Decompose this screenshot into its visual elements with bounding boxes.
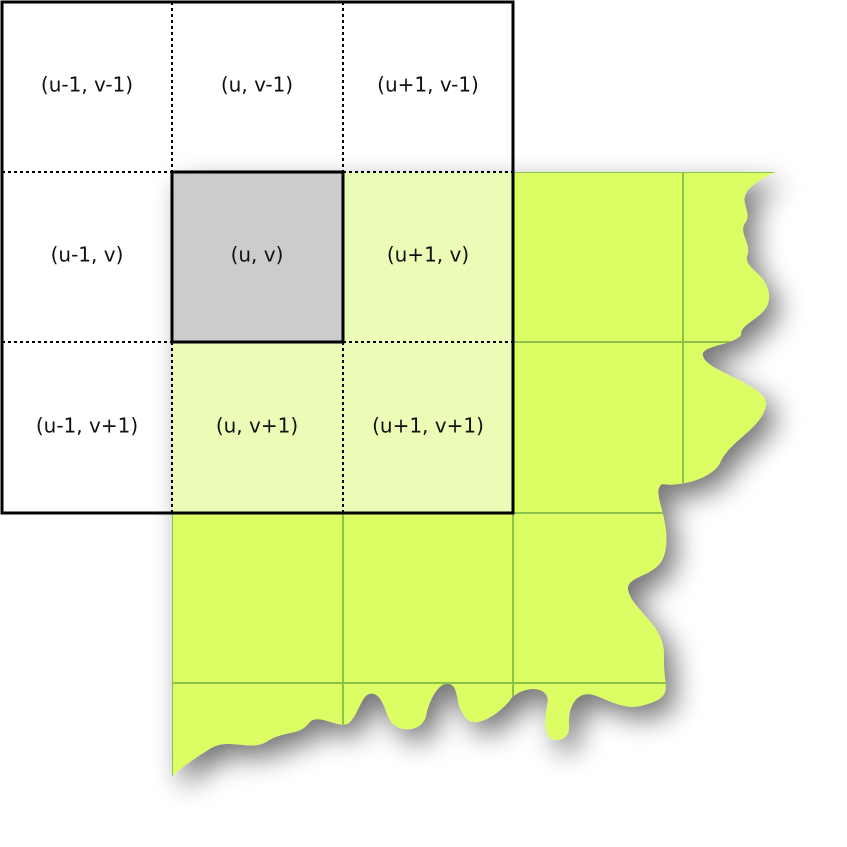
cell-label-u-1-v-1: (u-1, v-1) <box>41 73 133 97</box>
cell-label-u-v+1: (u, v+1) <box>216 414 298 438</box>
cell-label-u-1-v: (u-1, v) <box>51 243 124 267</box>
neighbor-cell-right-highlight <box>343 172 513 342</box>
cell-label-u+1-v-1: (u+1, v-1) <box>377 73 479 97</box>
neighborhood-frame <box>0 0 515 515</box>
cell-label-u+1-v+1: (u+1, v+1) <box>372 414 484 438</box>
cell-label-u+1-v: (u+1, v) <box>387 243 469 267</box>
neighbor-cell-diagonal-highlight <box>343 342 513 513</box>
cell-label-u-v: (u, v) <box>231 243 284 267</box>
cell-label-u-1-v+1: (u-1, v+1) <box>36 414 138 438</box>
center-cell <box>170 170 345 344</box>
neighbor-cell-below-highlight <box>172 342 343 513</box>
cell-labels: (u-1, v-1) (u, v-1) (u+1, v-1) (u-1, v) … <box>36 73 484 438</box>
dotted-grid-lines <box>2 2 512 512</box>
cell-label-u-v-1: (u, v-1) <box>221 73 293 97</box>
